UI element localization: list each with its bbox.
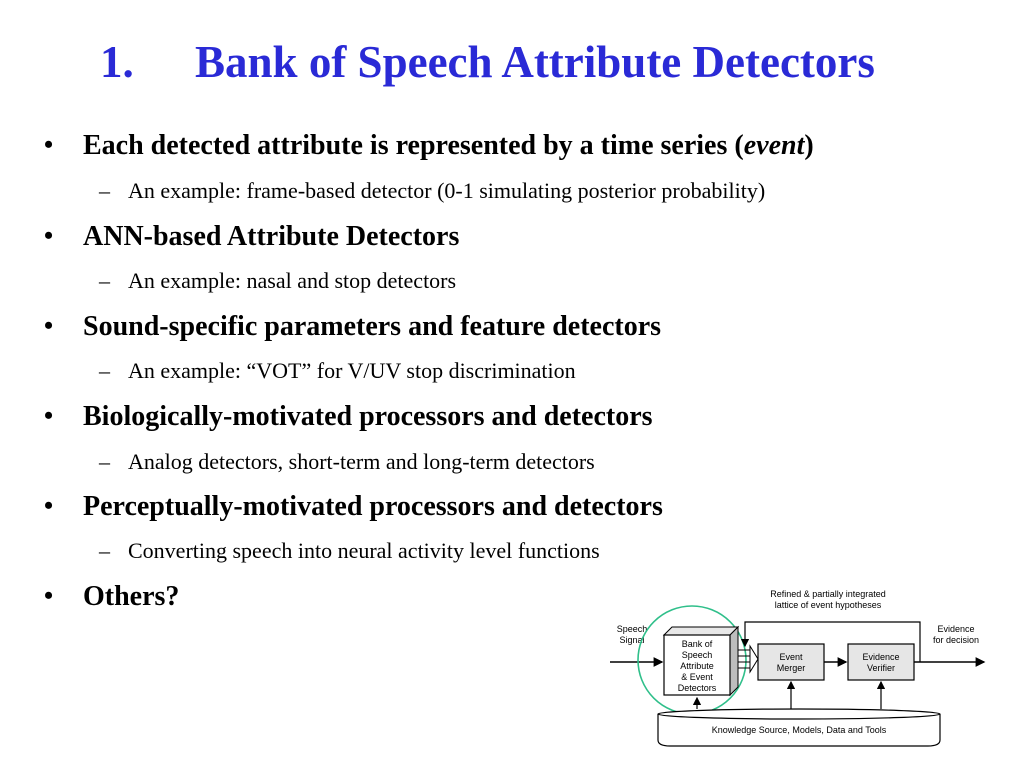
dash-marker: – <box>99 178 110 203</box>
knowledge-cylinder-body <box>657 714 941 747</box>
bullet-text-end: ) <box>804 130 814 161</box>
bullet-marker: • <box>44 130 54 159</box>
bank-output-arrowhead <box>749 644 759 674</box>
bank-label-line2: Speech <box>682 650 713 660</box>
bullet-text: Sound-specific parameters and feature de… <box>83 311 662 342</box>
title-text: Bank of Speech Attribute Detectors <box>195 37 875 87</box>
bullet-text-italic: event <box>743 130 805 161</box>
lattice-label-line1: Refined & partially integrated <box>770 589 886 599</box>
bank-label-line5: Detectors <box>678 683 717 693</box>
input-label-line2: Signal <box>619 635 644 645</box>
bank-box-top <box>662 626 740 636</box>
dash-marker: – <box>99 538 110 563</box>
bullet-text: Each detected attribute is represented b… <box>83 130 814 162</box>
bullet-text: ANN-based Attribute Detectors <box>83 221 460 252</box>
evidence-verifier-line1: Evidence <box>862 652 899 662</box>
bullet-marker: • <box>44 581 54 610</box>
bank-box-side <box>729 625 739 697</box>
detector-diagram: Refined & partially integrated lattice o… <box>610 589 986 747</box>
event-merger-box <box>757 643 825 681</box>
sub-text: Analog detectors, short-term and long-te… <box>128 449 595 474</box>
event-merger-line2: Merger <box>777 663 806 673</box>
input-label-line1: Speech <box>617 624 648 634</box>
knowledge-cylinder-top <box>657 708 941 720</box>
bullet-text: Others? <box>83 581 180 612</box>
bullet-text-main: Each detected attribute is represented b… <box>83 130 744 161</box>
sub-text: Converting speech into neural activity l… <box>128 538 600 563</box>
sub-text: An example: “VOT” for V/UV stop discrimi… <box>128 358 576 383</box>
slide-title: 1. Bank of Speech Attribute Detectors <box>0 36 1024 96</box>
output-label-line2: for decision <box>933 635 979 645</box>
feedback-loop-arrow <box>740 621 921 662</box>
output-label-line1: Evidence <box>937 624 974 634</box>
dash-marker: – <box>99 358 110 383</box>
bank-label-line4: & Event <box>681 672 713 682</box>
bullet-text: Biologically-motivated processors and de… <box>83 401 653 432</box>
event-merger-line1: Event <box>779 652 803 662</box>
bank-box <box>663 634 731 696</box>
lattice-label-line2: lattice of event hypotheses <box>775 600 882 610</box>
bullet-marker: • <box>44 491 54 520</box>
sub-text: An example: frame-based detector (0-1 si… <box>128 178 766 203</box>
evidence-verifier-box <box>847 643 915 681</box>
dash-marker: – <box>99 268 110 293</box>
bullet-marker: • <box>44 401 54 430</box>
bullet-marker: • <box>44 311 54 340</box>
title-number: 1. <box>100 37 134 87</box>
knowledge-label: Knowledge Source, Models, Data and Tools <box>712 725 887 735</box>
bank-label-line1: Bank of <box>682 639 713 649</box>
bullet-text: Perceptually-motivated processors and de… <box>83 491 663 522</box>
dash-marker: – <box>99 449 110 474</box>
sub-text: An example: nasal and stop detectors <box>128 268 457 293</box>
bank-label-line3: Attribute <box>680 661 714 671</box>
evidence-verifier-line2: Verifier <box>867 663 895 673</box>
bullet-marker: • <box>44 221 54 250</box>
